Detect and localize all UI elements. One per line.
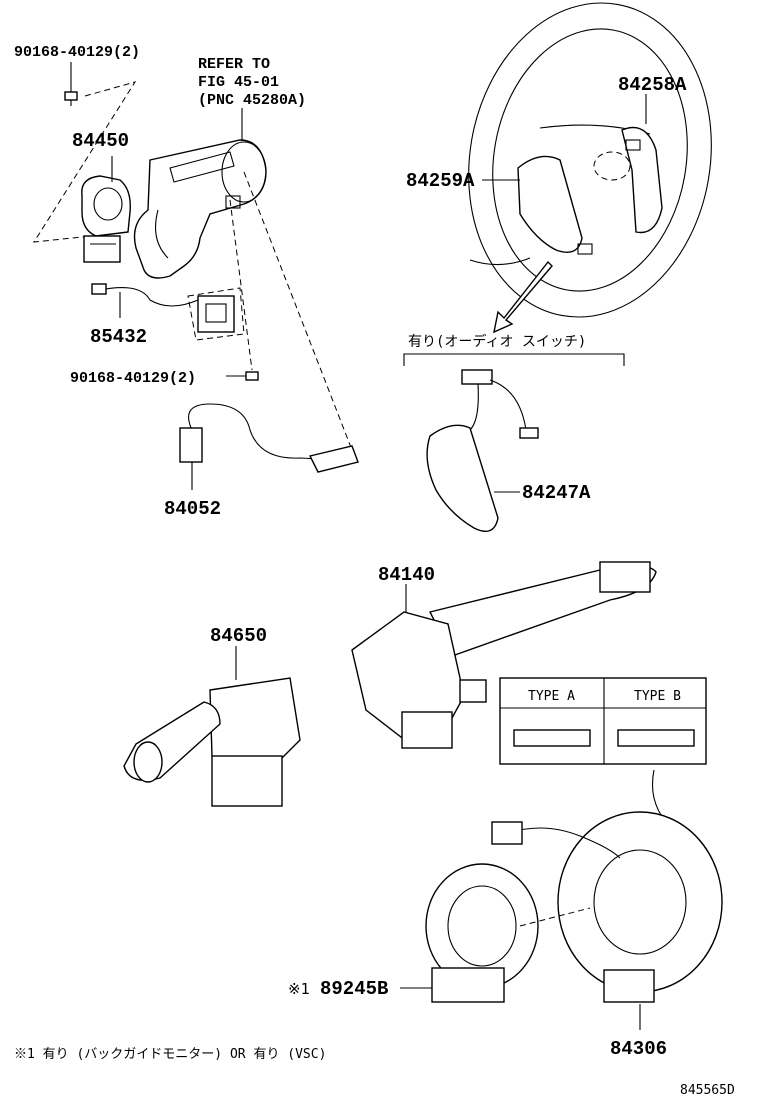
- label-84140: 84140: [378, 564, 435, 586]
- label-90168-top: 90168-40129(2): [14, 44, 140, 61]
- figure-code: 845565D: [680, 1083, 735, 1098]
- footnote: ※1 有り (バックガイドモニター) OR 有り (VSC): [14, 1047, 326, 1062]
- steering-wheel: [468, 2, 712, 318]
- connector-type-table: [499, 677, 707, 765]
- label-refer-1: REFER TO: [198, 56, 270, 73]
- audio-bracket: [403, 353, 625, 366]
- label-refer-3: (PNC 45280A): [198, 92, 306, 109]
- label-84259A: 84259A: [406, 170, 475, 192]
- label-mark-1: ※1: [288, 980, 310, 998]
- label-84247A: 84247A: [522, 482, 591, 504]
- steering-switch-84258A: [621, 126, 663, 234]
- unlock-warning-switch-84450: [81, 175, 131, 263]
- label-85432: 85432: [90, 326, 147, 348]
- steering-switch-84259A: [517, 155, 593, 255]
- label-type-a: TYPE A: [528, 689, 575, 704]
- wire-harness-85432: [91, 283, 245, 341]
- sensor-wire-84052: [179, 403, 359, 473]
- label-type-b: TYPE B: [634, 689, 681, 704]
- label-84450: 84450: [72, 130, 129, 152]
- screw-top: [64, 91, 78, 106]
- audio-switch-84247A: [426, 369, 539, 532]
- label-84650: 84650: [210, 625, 267, 647]
- label-audio-note: 有り(オーディオ スイッチ): [408, 333, 586, 350]
- label-84052: 84052: [164, 498, 221, 520]
- label-90168-mid: 90168-40129(2): [70, 370, 196, 387]
- label-89245B: 89245B: [320, 978, 388, 1000]
- wiper-switch-84650: [123, 677, 301, 807]
- screw-mid: [245, 371, 259, 381]
- spiral-cable-89245B: [425, 863, 539, 1003]
- label-84306: 84306: [610, 1038, 667, 1060]
- turn-signal-switch-84140: [351, 561, 657, 749]
- label-84258A: 84258A: [618, 74, 687, 96]
- spiral-cable-84306: [491, 811, 723, 1003]
- label-refer-2: FIG 45-01: [198, 74, 279, 91]
- steering-column-lock-body: [133, 139, 267, 279]
